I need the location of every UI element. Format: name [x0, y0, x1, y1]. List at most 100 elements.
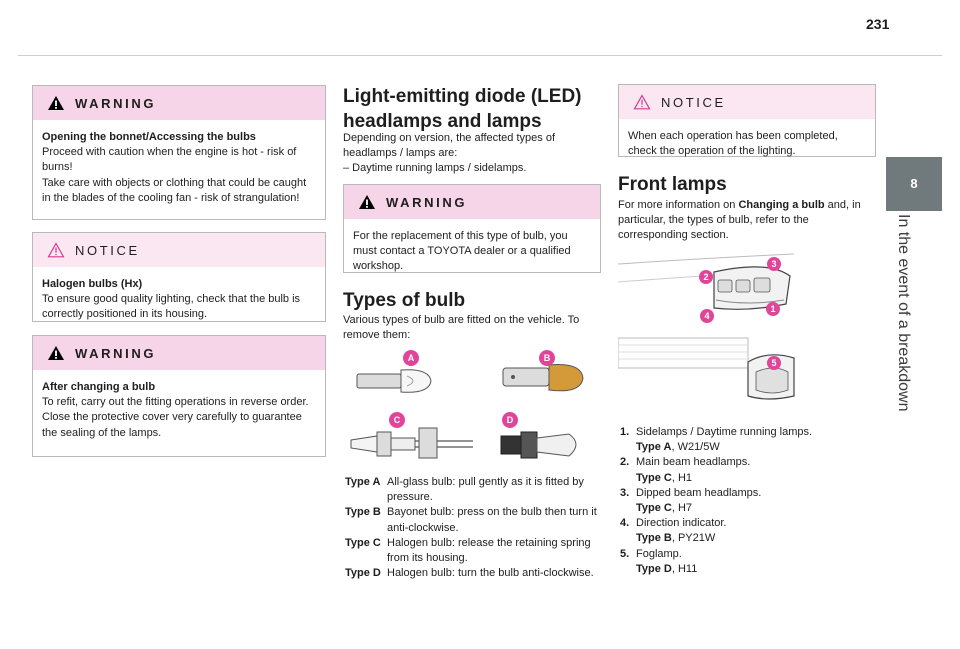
type-label: Type D: [345, 567, 381, 580]
front-lamps-intro: For more information on Changing a bulb …: [618, 198, 868, 244]
warning-box-bonnet: WARNING Opening the bonnet/Accessing the…: [32, 85, 326, 220]
bulb-b-drawing: [502, 364, 584, 392]
bulb-marker-d: D: [502, 412, 518, 428]
notice-subtitle: Halogen bulbs (Hx): [42, 278, 143, 290]
type-label: Type B: [345, 506, 381, 519]
bulb-c-drawing: [350, 427, 473, 459]
lamp-name: Sidelamps / Daytime running lamps.: [636, 426, 813, 438]
lamp-description: Main beam headlamps. Type C, H1: [636, 455, 860, 485]
lamp-description: Dipped beam headlamps. Type C, H7: [636, 486, 860, 516]
list-item: Type B Bayonet bulb: press on the bulb t…: [345, 505, 605, 535]
warning-header: WARNING: [33, 336, 325, 370]
list-item: 3. Dipped beam headlamps. Type C, H7: [620, 486, 860, 516]
lamp-type: Type A: [636, 441, 672, 454]
warning-body: After changing a bulb To refit, carry ou…: [33, 370, 325, 449]
bulb-marker-label: D: [507, 415, 514, 425]
warning-text: Proceed with caution when the engine is …: [42, 146, 297, 174]
led-intro: Depending on version, the affected types…: [343, 131, 605, 177]
front-intro-link: Changing a bulb: [738, 199, 825, 211]
warning-body: For the replacement of this type of bulb…: [344, 219, 600, 283]
list-item: 1. Sidelamps / Daytime running lamps. Ty…: [620, 425, 860, 455]
notice-body: Halogen bulbs (Hx) To ensure good qualit…: [33, 267, 325, 331]
notice-header: NOTICE: [619, 85, 875, 119]
warning-heading: WARNING: [75, 95, 157, 111]
lamp-number: 5.: [620, 547, 630, 560]
type-description: Halogen bulb: turn the bulb anti-clockwi…: [387, 567, 594, 580]
list-item: Type D Halogen bulb: turn the bulb anti-…: [345, 566, 605, 581]
warning-subtitle: After changing a bulb: [42, 381, 156, 393]
list-item: Type A All-glass bulb: pull gently as it…: [345, 475, 605, 505]
front-lamps-list: 1. Sidelamps / Daytime running lamps. Ty…: [620, 425, 860, 577]
bulb-marker-a: A: [403, 350, 419, 366]
front-lamps-title: Front lamps: [618, 174, 727, 195]
front-intro-text: For more information on: [618, 199, 739, 211]
type-description: All-glass bulb: pull gently as it is fit…: [387, 476, 584, 504]
notice-box-halogen: NOTICE Halogen bulbs (Hx) To ensure good…: [32, 232, 326, 322]
lamp-marker-5: 5: [767, 356, 781, 370]
lamp-code: , PY21W: [671, 532, 716, 545]
warning-body: Opening the bonnet/Accessing the bulbs P…: [33, 120, 325, 214]
chapter-title-text: In the event of a breakdown: [895, 214, 912, 412]
lamp-marker-1: 1: [766, 302, 780, 316]
notice-triangle-icon: [633, 94, 651, 110]
notice-box-operation: NOTICE When each operation has been comp…: [618, 84, 876, 157]
front-lamps-illustration: 1 2 3 4 5: [618, 253, 795, 400]
lamp-description: Sidelamps / Daytime running lamps. Type …: [636, 425, 860, 455]
notice-header: NOTICE: [33, 233, 325, 267]
bulb-marker-label: B: [544, 353, 551, 363]
bulb-marker-label: A: [408, 353, 415, 363]
warning-header: WARNING: [33, 86, 325, 120]
lamp-description: Direction indicator. Type B, PY21W: [636, 516, 860, 546]
list-item: Type C Halogen bulb: release the retaini…: [345, 536, 605, 566]
warning-header: WARNING: [344, 185, 600, 219]
lamp-type: Type D: [636, 562, 672, 575]
led-section-title: Light-emitting diode (LED) headlamps and…: [343, 84, 613, 134]
warning-box-after-change: WARNING After changing a bulb To refit, …: [32, 335, 326, 457]
bulb-marker-c: C: [389, 412, 405, 428]
lamp-name: Main beam headlamps.: [636, 456, 751, 469]
list-item: 2. Main beam headlamps. Type C, H1: [620, 455, 860, 485]
notice-triangle-icon: [47, 242, 65, 258]
lamp-marker-label: 1: [770, 304, 775, 314]
led-title-line: Light-emitting diode (LED): [343, 86, 582, 107]
led-dash-item: – Daytime running lamps / sidelamps.: [343, 162, 527, 175]
page-number: 231: [866, 16, 890, 32]
notice-text: When each operation has been completed, …: [628, 130, 838, 158]
warning-text: To refit, carry out the fitting operatio…: [42, 396, 309, 409]
bulb-types-list: Type A All-glass bulb: pull gently as it…: [345, 475, 605, 581]
type-description: Bayonet bulb: press on the bulb then tur…: [387, 506, 597, 534]
type-description: Halogen bulb: release the retaining spri…: [387, 536, 591, 565]
lamp-number: 4.: [620, 517, 630, 530]
warning-triangle-icon: [48, 96, 64, 110]
bulb-marker-b: B: [539, 350, 555, 366]
notice-text: To ensure good quality lighting, check t…: [42, 293, 301, 321]
lamp-marker-4: 4: [700, 309, 714, 323]
lamp-number: 2.: [620, 456, 630, 469]
bulb-types-illustration: A B C D: [350, 350, 584, 459]
type-label: Type A: [345, 476, 381, 488]
chapter-tab[interactable]: 8: [886, 157, 942, 211]
list-item: 5. Foglamp. Type D, H11: [620, 547, 860, 577]
lamp-type: Type B: [636, 532, 672, 545]
lamp-name: Dipped beam headlamps.: [636, 486, 762, 499]
lamp-type: Type C: [636, 471, 672, 484]
lamp-name: Foglamp.: [636, 547, 682, 560]
bulb-marker-label: C: [394, 415, 401, 425]
warning-subtitle: Opening the bonnet/Accessing the bulbs: [42, 131, 256, 143]
bulb-a-drawing: [356, 369, 432, 393]
warning-text: Close the protective cover very carefull…: [42, 411, 302, 439]
lamp-marker-2: 2: [699, 270, 713, 284]
types-intro: Various types of bulb are fitted on the …: [343, 314, 580, 342]
list-item: 4. Direction indicator. Type B, PY21W: [620, 516, 860, 546]
notice-heading: NOTICE: [661, 94, 726, 110]
types-title: Types of bulb: [343, 290, 466, 311]
chapter-title: In the event of a breakdown: [886, 214, 926, 514]
warning-text: For the replacement of this type of bulb…: [353, 230, 571, 273]
led-title-line: headlamps and lamps: [343, 111, 542, 132]
warning-heading: WARNING: [75, 345, 157, 361]
lamp-code: , H11: [671, 562, 698, 575]
warning-triangle-icon: [359, 195, 375, 209]
warning-text: Take care with objects or clothing that …: [42, 176, 307, 204]
lamp-code: , H7: [671, 502, 693, 515]
lamp-description: Foglamp. Type D, H11: [636, 547, 860, 577]
